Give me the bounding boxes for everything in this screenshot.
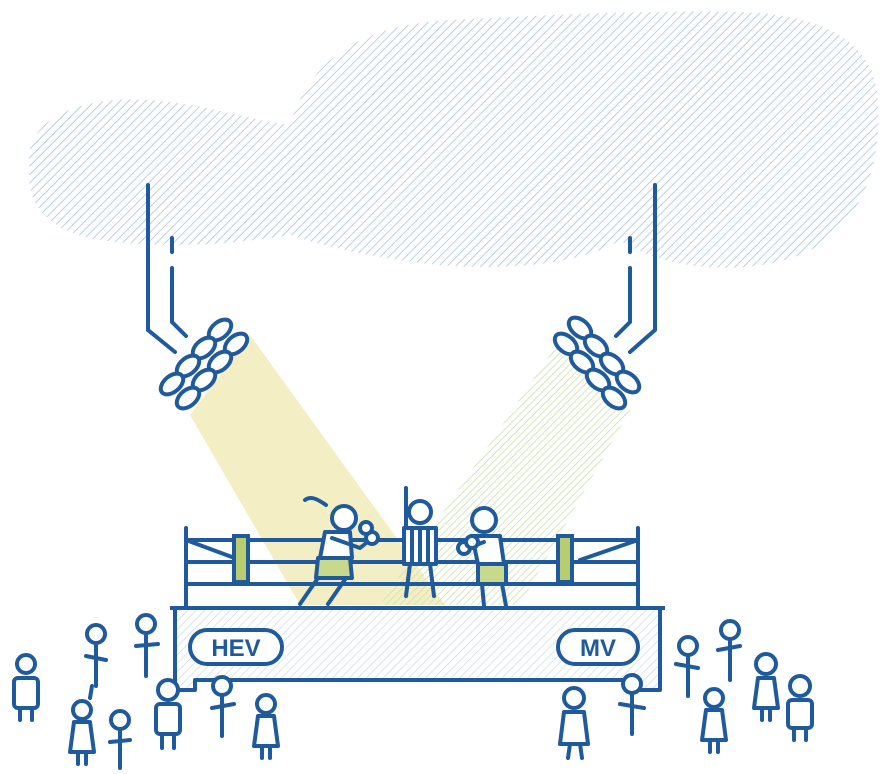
left-stadium-light-icon xyxy=(146,183,250,411)
person-icon xyxy=(674,635,700,698)
boxing-ring-icon xyxy=(184,526,640,610)
mv-label-badge: MV xyxy=(556,628,640,666)
spectators-right xyxy=(558,619,814,760)
left-boxer-icon xyxy=(298,495,380,606)
person-icon xyxy=(154,678,182,750)
person-icon xyxy=(12,653,40,722)
person-icon xyxy=(252,693,280,760)
cloud-shape xyxy=(28,11,879,268)
person-icon xyxy=(210,675,236,738)
spectators-left xyxy=(12,613,280,770)
right-boxer-icon xyxy=(456,506,508,608)
person-icon xyxy=(716,619,742,682)
person-icon xyxy=(558,686,590,760)
hev-label-badge: HEV xyxy=(188,628,284,666)
person-icon xyxy=(618,673,646,736)
person-icon xyxy=(700,687,728,754)
person-icon xyxy=(84,623,108,700)
person-icon xyxy=(68,699,96,766)
person-icon xyxy=(786,674,814,742)
person-icon xyxy=(108,709,132,770)
person-icon xyxy=(752,652,780,722)
hev-label: HEV xyxy=(211,635,260,662)
mv-label: MV xyxy=(580,635,616,662)
referee-icon xyxy=(402,486,438,598)
left-light-beam xyxy=(190,335,445,605)
person-icon xyxy=(134,613,160,678)
right-stadium-light-icon xyxy=(552,183,657,411)
